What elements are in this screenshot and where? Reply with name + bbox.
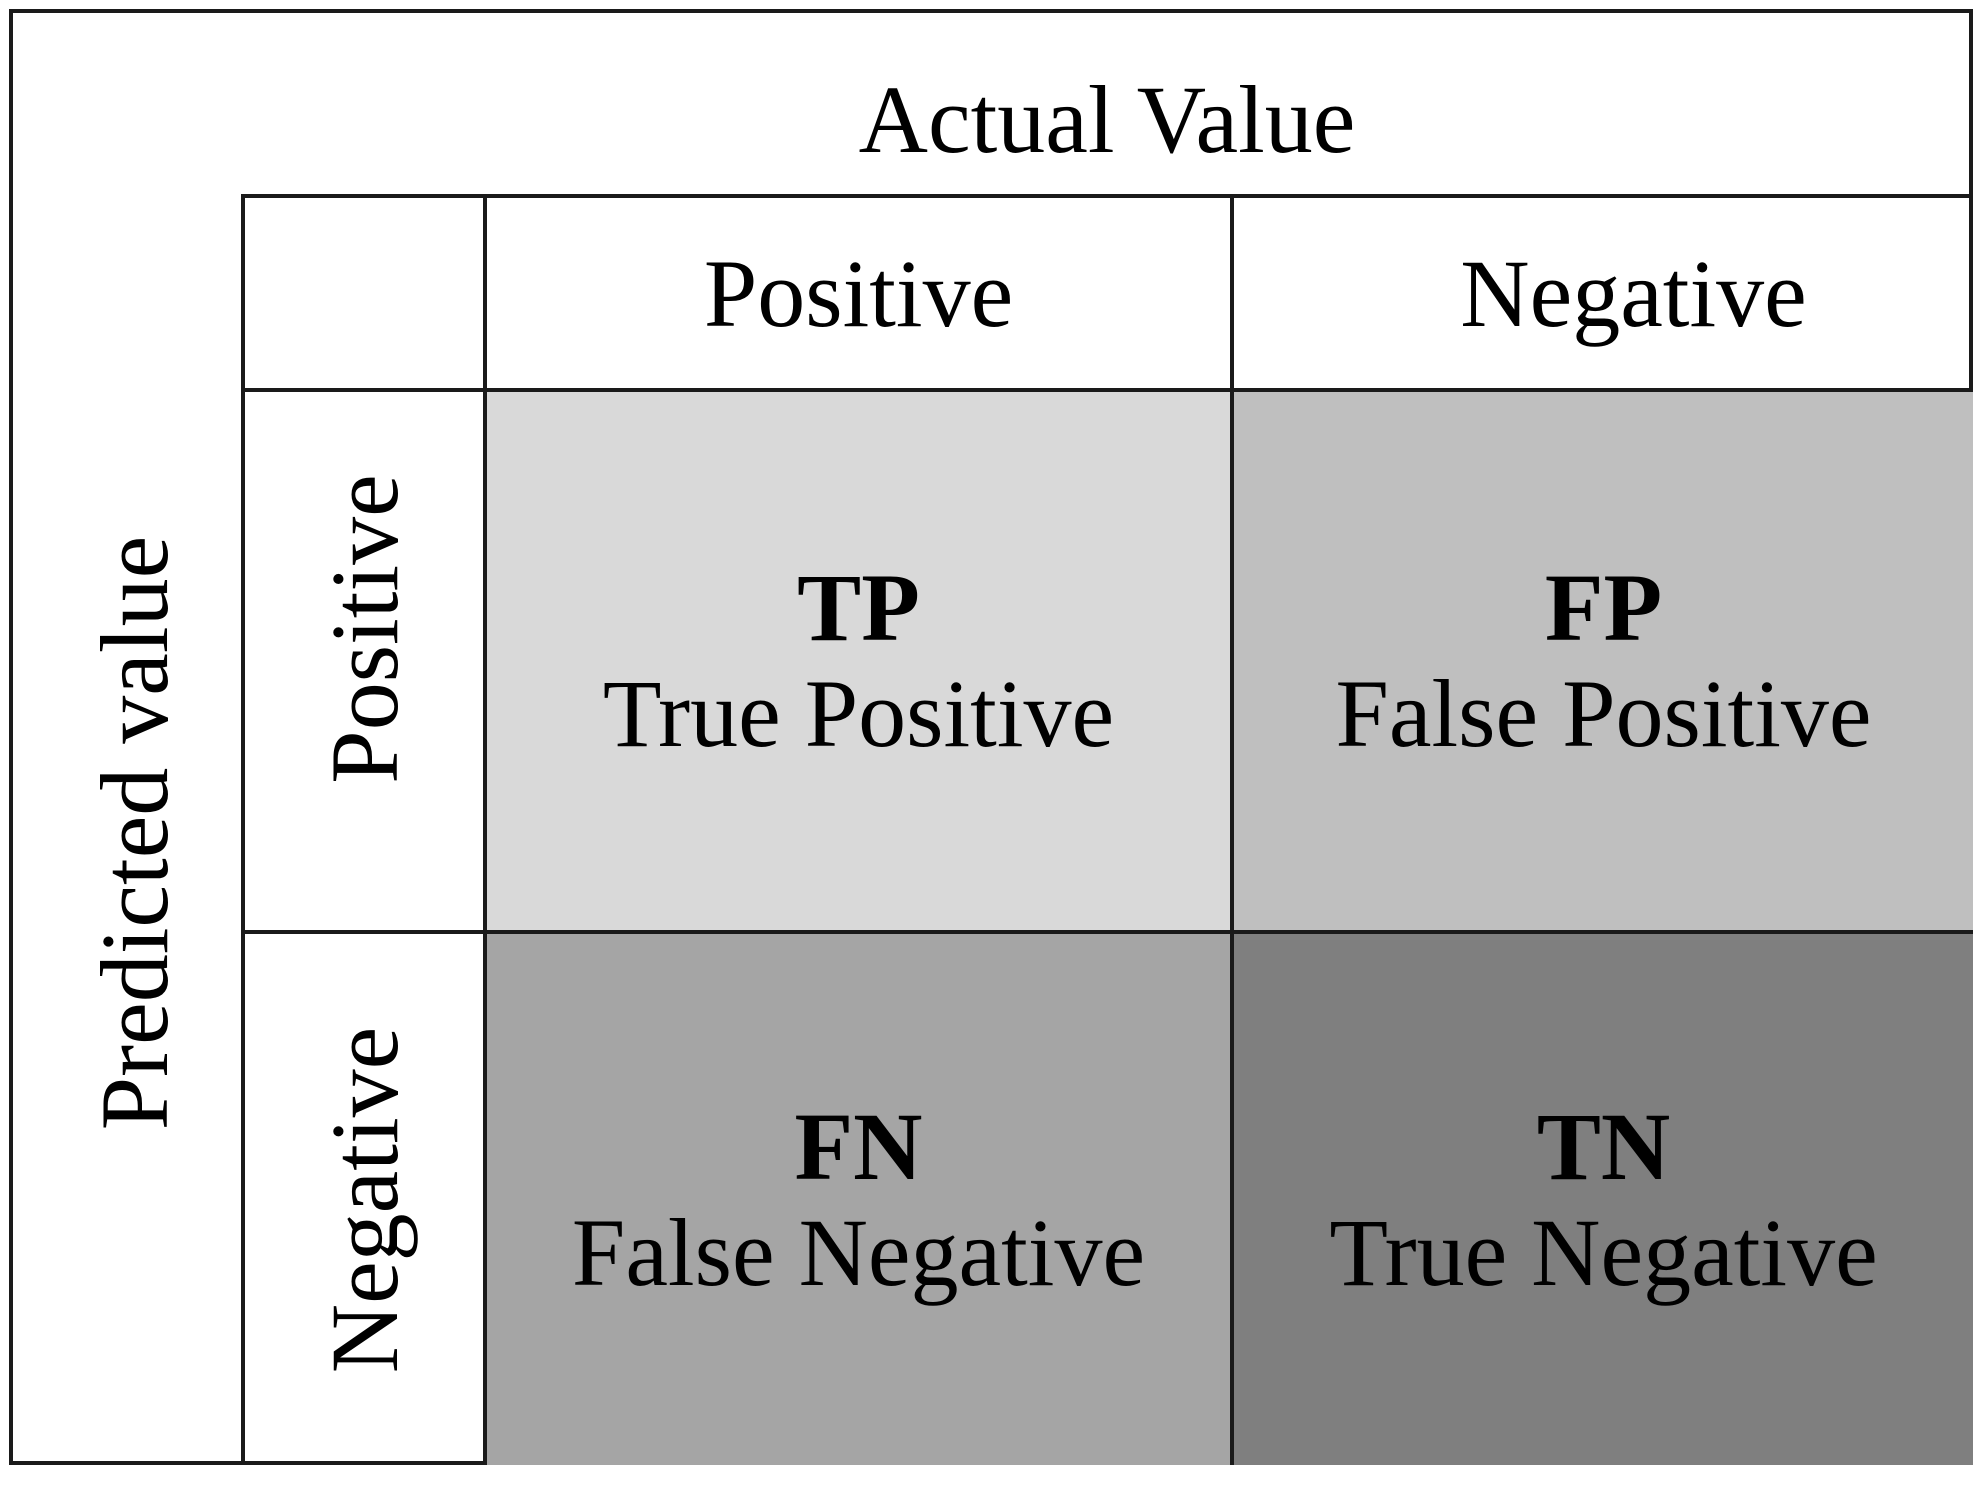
grid-line-header-col bbox=[483, 194, 487, 1465]
predicted-value-title: Predicted value bbox=[81, 535, 188, 1131]
grid-line-row-divider bbox=[241, 930, 1973, 934]
row-header-negative: Negative bbox=[311, 1026, 418, 1374]
grid-line-top bbox=[241, 194, 1973, 198]
grid-line-left bbox=[241, 194, 245, 1465]
actual-value-title: Actual Value bbox=[858, 66, 1356, 173]
grid-line-header-bottom bbox=[241, 388, 1973, 392]
cell-abbr: TP bbox=[797, 554, 920, 661]
cell-abbr: FN bbox=[794, 1092, 923, 1200]
cell-abbr: FP bbox=[1544, 554, 1663, 661]
cell-full-label: False Positive bbox=[1335, 660, 1872, 767]
cell-false-positive: FP False Positive bbox=[1234, 392, 1973, 930]
cell-full-label: False Negative bbox=[571, 1198, 1146, 1306]
cell-abbr: TN bbox=[1536, 1092, 1671, 1200]
column-header-positive: Positive bbox=[703, 240, 1014, 347]
cell-true-negative: TN True Negative bbox=[1234, 934, 1973, 1465]
cell-full-label: True Negative bbox=[1329, 1198, 1878, 1306]
row-header-positive: Positive bbox=[311, 474, 418, 784]
cell-true-positive: TP True Positive bbox=[487, 392, 1230, 930]
grid-line-col-divider bbox=[1230, 194, 1234, 1465]
column-header-negative: Negative bbox=[1460, 240, 1807, 347]
cell-false-negative: FN False Negative bbox=[487, 934, 1230, 1465]
cell-full-label: True Positive bbox=[602, 660, 1115, 767]
